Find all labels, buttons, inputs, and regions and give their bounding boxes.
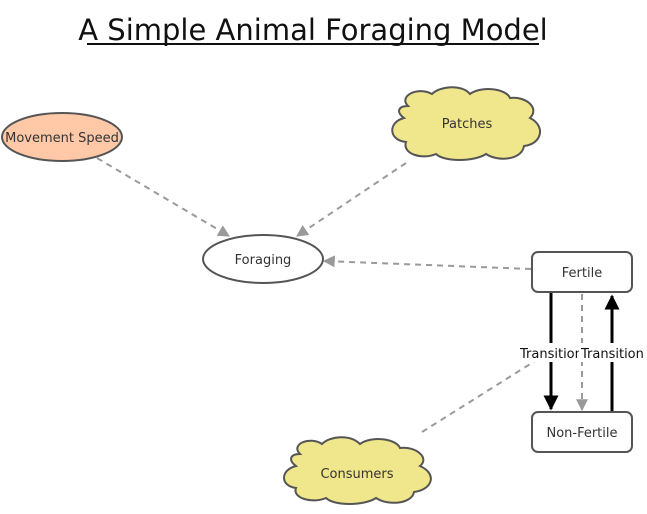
node-non-fertile[interactable]: Non-Fertile xyxy=(531,411,633,453)
node-label: Foraging xyxy=(235,253,292,268)
title-text: A Simple Animal Foraging Model xyxy=(78,13,548,47)
node-movement-speed[interactable]: Movement Speed xyxy=(1,112,123,162)
node-consumers[interactable]: Consumers xyxy=(283,436,432,505)
edge-label: Transition xyxy=(580,347,644,362)
node-label: Non-Fertile xyxy=(546,426,617,441)
node-shape xyxy=(202,234,324,284)
node-patches[interactable]: Patches xyxy=(391,86,541,161)
node-label: Movement Speed xyxy=(5,131,119,146)
node-shape xyxy=(531,251,633,293)
link-movement-speed-to-foraging[interactable] xyxy=(96,157,231,237)
node-label: Consumers xyxy=(320,467,393,482)
transition-label-right: Transition xyxy=(579,343,645,362)
node-label: Patches xyxy=(442,117,493,132)
diagram-title: A Simple Animal Foraging Model xyxy=(78,13,548,47)
node-shape xyxy=(531,411,633,453)
label-backing xyxy=(518,343,580,362)
edge-label: Transition xyxy=(519,347,583,362)
link-fertile-to-foraging[interactable] xyxy=(322,255,532,270)
label-backing xyxy=(579,343,645,362)
transition-label-left: Transition xyxy=(518,343,583,362)
node-shape xyxy=(1,112,123,162)
cloud-shape xyxy=(283,436,432,505)
node-fertile[interactable]: Fertile xyxy=(531,251,633,293)
link-patches-to-foraging[interactable] xyxy=(296,162,407,237)
node-foraging[interactable]: Foraging xyxy=(202,234,324,284)
cloud-shape xyxy=(391,86,541,161)
node-label: Fertile xyxy=(562,266,602,281)
